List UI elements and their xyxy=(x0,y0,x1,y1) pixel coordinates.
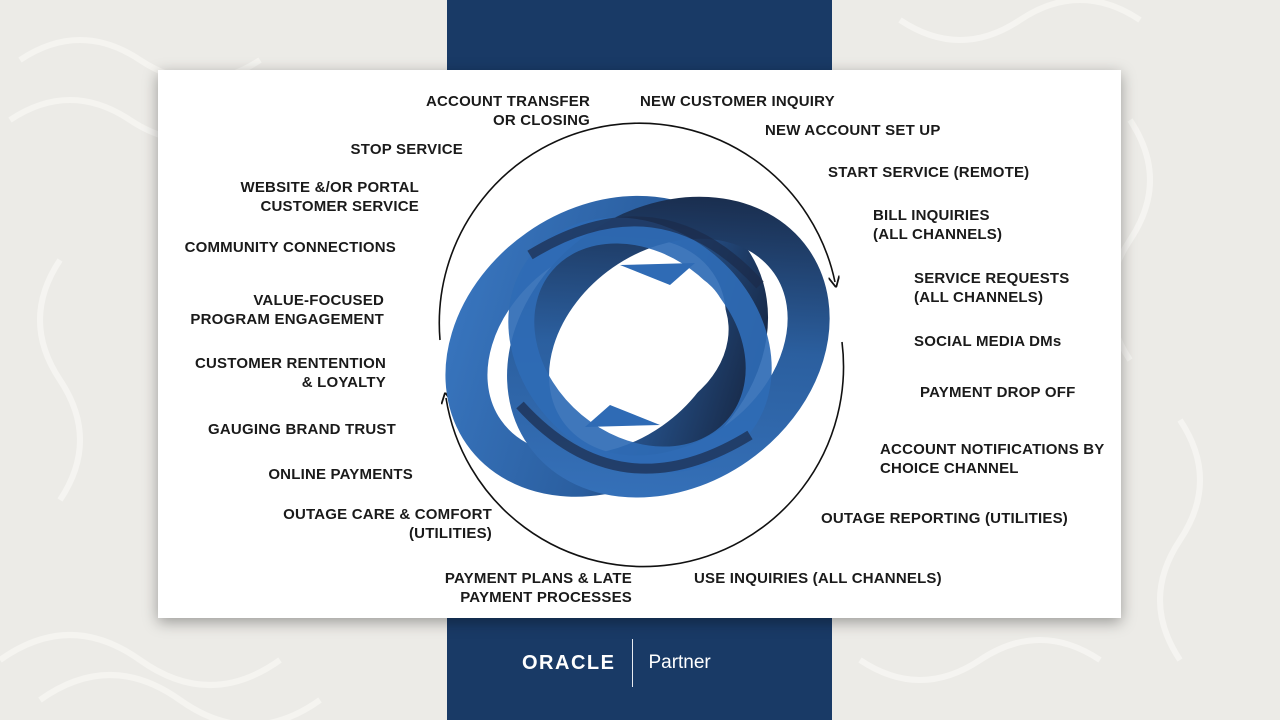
label-customer-retention: CUSTOMER RENTENTION & LOYALTY xyxy=(194,355,386,391)
label-website-portal: WEBSITE &/OR PORTAL CUSTOMER SERVICE xyxy=(240,179,419,215)
label-value-focused: VALUE-FOCUSED PROGRAM ENGAGEMENT xyxy=(190,292,384,328)
logo-divider xyxy=(632,639,634,687)
label-social-media: SOCIAL MEDIA DMs xyxy=(914,333,1062,350)
label-service-requests: SERVICE REQUESTS (ALL CHANNELS) xyxy=(914,270,1070,306)
label-stop-service: STOP SERVICE xyxy=(350,141,463,158)
oracle-wordmark: ORACLE xyxy=(522,651,616,674)
partner-text: Partner xyxy=(648,652,711,673)
cycle-arrow-top xyxy=(438,122,835,341)
label-account-notifications: ACCOUNT NOTIFICATIONS BY CHOICE CHANNEL xyxy=(880,441,1105,477)
label-payment-drop-off: PAYMENT DROP OFF xyxy=(920,384,1076,401)
label-outage-care: OUTAGE CARE & COMFORT (UTILITIES) xyxy=(283,506,492,542)
label-use-inquiries: USE INQUIRIES (ALL CHANNELS) xyxy=(694,570,942,587)
label-bill-inquiries: BILL INQUIRIES (ALL CHANNELS) xyxy=(873,207,1003,243)
label-new-account-setup: NEW ACCOUNT SET UP xyxy=(765,122,941,139)
label-community-connections: COMMUNITY CONNECTIONS xyxy=(184,239,396,256)
cycle-arrow-bottom xyxy=(446,341,845,568)
label-outage-reporting: OUTAGE REPORTING (UTILITIES) xyxy=(821,510,1068,527)
label-online-payments: ONLINE PAYMENTS xyxy=(268,466,413,483)
label-account-transfer: ACCOUNT TRANSFER OR CLOSING xyxy=(425,93,590,129)
label-new-customer-inquiry: NEW CUSTOMER INQUIRY xyxy=(640,93,835,110)
label-brand-trust: GAUGING BRAND TRUST xyxy=(208,421,396,438)
interlocking-rings xyxy=(445,195,830,498)
oracle-partner-logo: ORACLE Partner xyxy=(522,639,711,687)
label-payment-plans: PAYMENT PLANS & LATE PAYMENT PROCESSES xyxy=(444,570,632,606)
label-start-service: START SERVICE (REMOTE) xyxy=(828,164,1030,181)
